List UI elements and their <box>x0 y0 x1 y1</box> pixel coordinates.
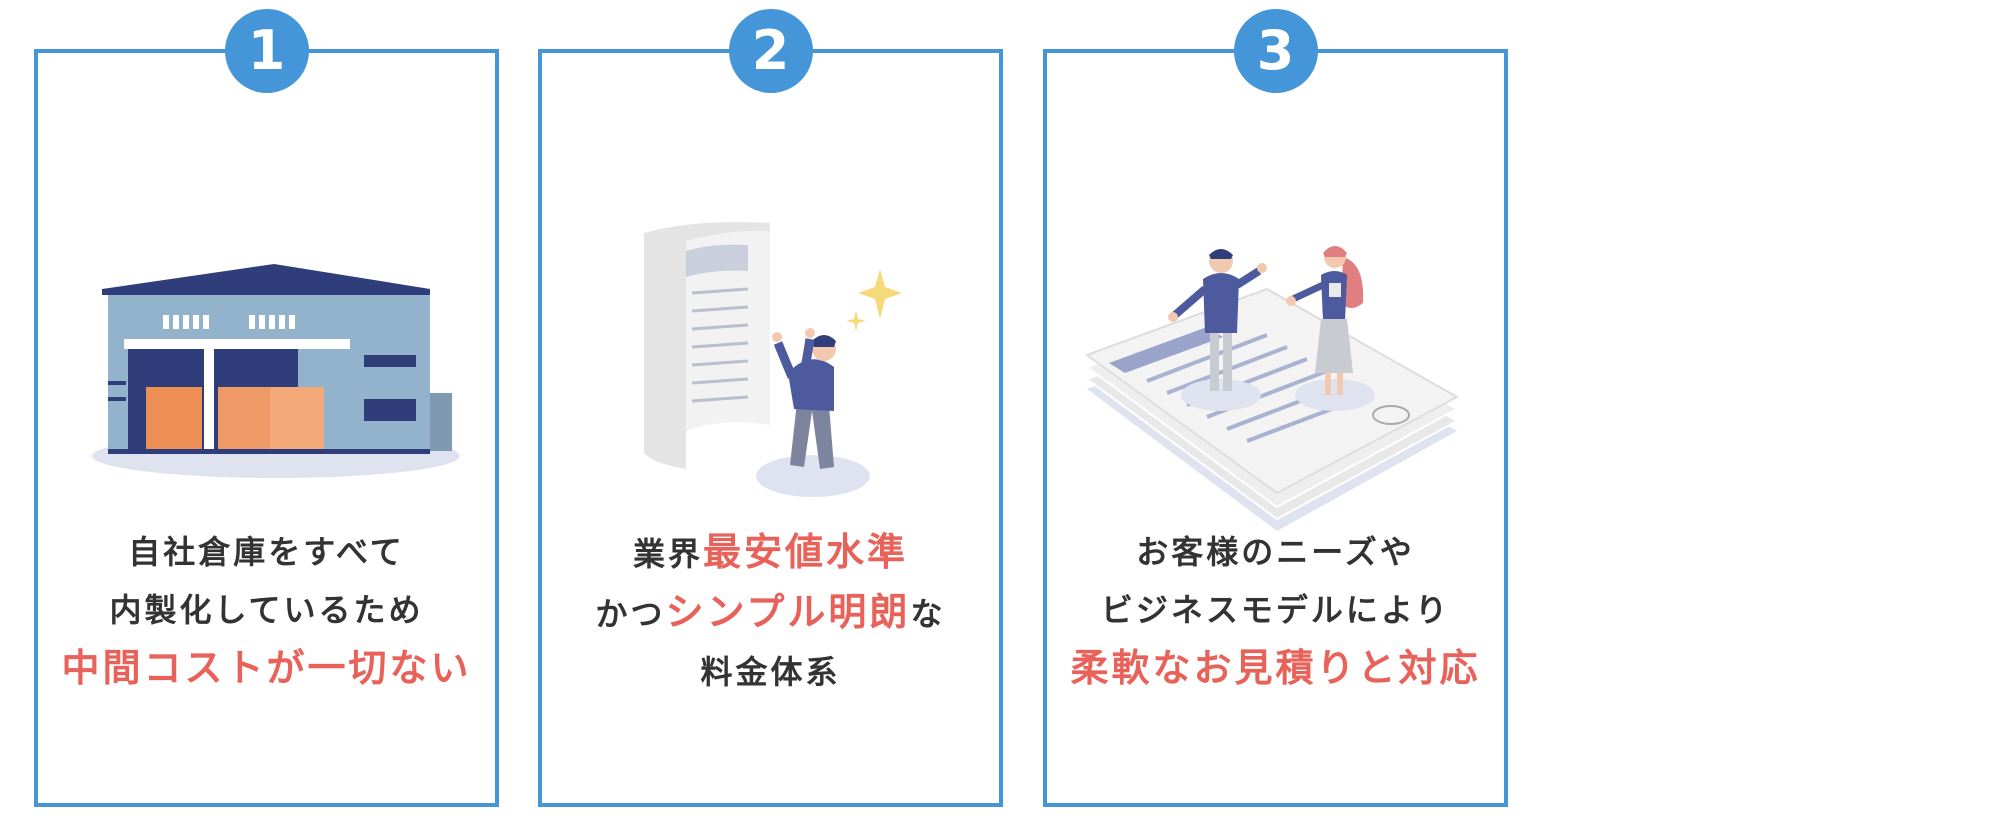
document-celebrating-person-icon <box>644 222 902 497</box>
card-text-line-2: ビジネスモデルにより <box>1100 591 1451 629</box>
text-segment: かつ <box>595 595 666 633</box>
highlight-text: 中間コストが一切ない <box>61 646 472 690</box>
highlight-text: 柔軟なお見積りと対応 <box>1070 646 1481 690</box>
feature-card-2: 2 業界最安値水準 かつシンプル明朗な 料金体系 <box>538 9 1003 807</box>
number-badge: 2 <box>728 9 813 93</box>
card-text-line-2: かつシンプル明朗な <box>542 583 999 643</box>
meeting-on-documents-icon <box>1084 246 1460 531</box>
text-segment: 業界 <box>632 535 703 573</box>
card-text: お客様のニーズや ビジネスモデルにより 柔軟なお見積りと対応 <box>1047 523 1504 697</box>
highlight-text: 最安値水準 <box>703 530 909 574</box>
card-text-line-1: 自社倉庫をすべて <box>128 533 405 571</box>
text-segment: な <box>910 595 946 633</box>
number-badge: 1 <box>224 9 309 93</box>
card-text-line-3: 料金体系 <box>700 653 841 691</box>
card-text: 業界最安値水準 かつシンプル明朗な 料金体系 <box>542 523 999 701</box>
card-text: 自社倉庫をすべて 内製化しているため 中間コストが一切ない <box>38 523 495 697</box>
feature-card-3: 3 お客様のニーズや ビジネスモデル <box>1043 9 1508 807</box>
highlight-text: シンプル明朗 <box>665 590 911 634</box>
feature-card-1: 1 自社倉庫をすべて 内製化しているため 中間コストが一切ない <box>34 9 499 807</box>
card-text-line-1: 業界最安値水準 <box>542 523 999 583</box>
number-badge: 3 <box>1233 9 1318 93</box>
card-text-line-2: 内製化しているため <box>109 591 424 629</box>
warehouse-icon <box>92 264 460 478</box>
card-text-line-1: お客様のニーズや <box>1136 533 1415 571</box>
